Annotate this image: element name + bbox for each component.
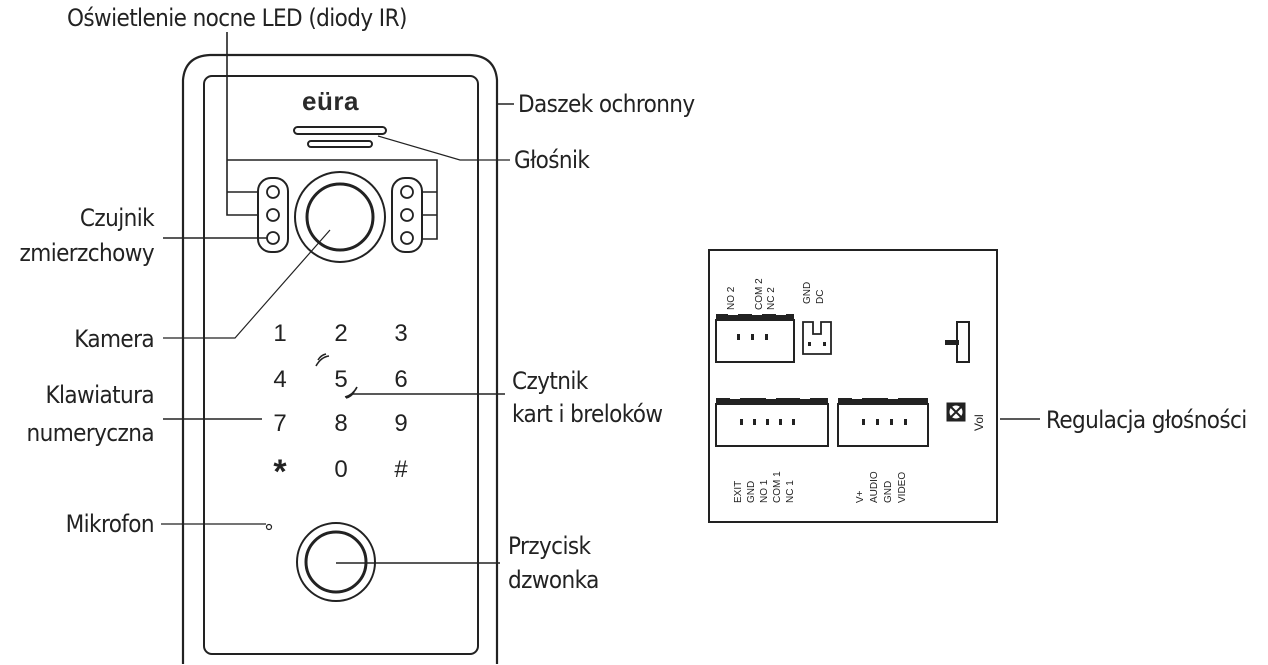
twilight-sensor-led <box>266 208 280 222</box>
rfid-mark-1 <box>315 353 330 367</box>
key-2: 2 <box>334 320 348 347</box>
connector-bottom-5pin <box>715 403 829 447</box>
pin-label-gnd2: GND <box>883 480 894 503</box>
key-3: 3 <box>394 320 408 347</box>
connector-bottom-4pin <box>837 403 929 447</box>
label-twilight-sensor-2: zmierzchowy <box>19 239 155 267</box>
pin-label-exit: EXIT <box>733 480 744 503</box>
pin-label-video: VIDEO <box>897 471 908 503</box>
label-volume: Regulacja głośności <box>1046 406 1247 434</box>
brand-logo: eüra <box>302 86 359 116</box>
key-hash: # <box>394 456 408 483</box>
label-bell-2: dzwonka <box>508 566 599 594</box>
pin-label-vol: Vol <box>972 414 986 431</box>
label-camera: Kamera <box>74 325 154 353</box>
key-8: 8 <box>334 410 348 437</box>
connector-top-3pin <box>715 319 795 363</box>
label-bell-1: Przycisk <box>508 532 591 560</box>
pin-label-com2: COM 2 <box>754 278 765 310</box>
key-4: 4 <box>273 366 287 393</box>
pin-label-dc: DC <box>815 289 826 304</box>
label-keypad-1: Klawiatura <box>45 381 154 409</box>
pin-label-gnd1: GND <box>746 480 757 503</box>
key-1: 1 <box>273 320 287 347</box>
key-6: 6 <box>394 366 408 393</box>
key-7: 7 <box>273 410 287 437</box>
label-twilight-sensor-1: Czujnik <box>79 204 155 232</box>
label-card-reader-2: kart i breloków <box>512 400 663 428</box>
pin-label-vplus: V+ <box>855 490 866 503</box>
ir-led-left-1 <box>266 185 280 199</box>
pin-label-gnd-dc: GND <box>802 281 813 304</box>
ir-led-right-1 <box>400 185 414 199</box>
ir-led-right-3 <box>400 231 414 245</box>
camera-lens <box>305 182 375 252</box>
label-speaker: Głośnik <box>514 146 590 174</box>
label-night-led: Oświetlenie nocne LED (diody IR) <box>67 4 407 32</box>
ir-led-right-2 <box>400 208 414 222</box>
bell-button-inner <box>304 530 368 594</box>
pin-label-no2: NO 2 <box>726 286 737 310</box>
label-card-reader-1: Czytnik <box>512 367 588 395</box>
microphone-hole <box>265 523 273 531</box>
pin-label-com1: COM 1 <box>772 471 783 503</box>
label-microphone: Mikrofon <box>65 510 155 538</box>
speaker-slot-1 <box>293 126 387 135</box>
key-5: 5 <box>334 366 348 393</box>
key-star: * <box>273 453 287 491</box>
pin-label-audio: AUDIO <box>869 471 880 503</box>
speaker-slot-2 <box>307 140 373 148</box>
key-9: 9 <box>394 410 408 437</box>
key-0: 0 <box>334 456 348 483</box>
device-housing <box>181 53 499 664</box>
label-keypad-2: numeryczna <box>26 419 155 447</box>
pin-label-no1: NO 1 <box>759 479 770 503</box>
ir-led-left-2 <box>266 231 280 245</box>
label-roof: Daszek ochronny <box>518 90 695 118</box>
pin-label-nc1: NC 1 <box>785 480 796 503</box>
pin-label-nc2: NC 2 <box>766 287 777 310</box>
connector-board <box>708 249 998 523</box>
